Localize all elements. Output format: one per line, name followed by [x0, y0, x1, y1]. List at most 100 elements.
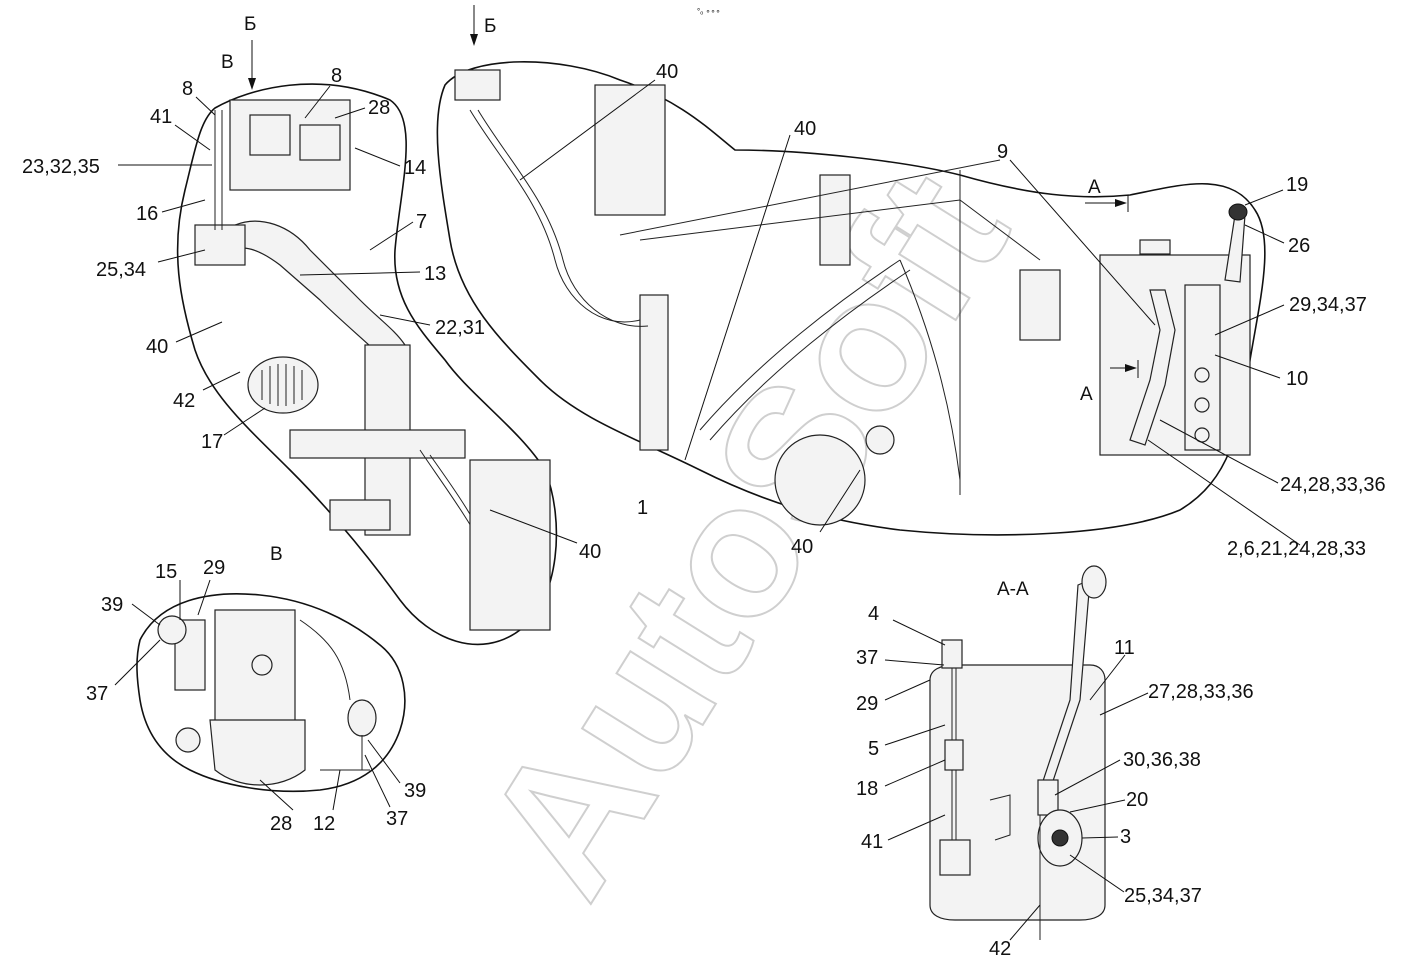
callout-25-34: 25,34: [96, 259, 146, 281]
section-mark-a-upper: А: [1088, 177, 1101, 198]
view-arrow-b-mid: Б: [470, 5, 496, 46]
detail-v-view: [136, 593, 406, 793]
joint-fitting: [157, 615, 187, 645]
engine-detail-view: [176, 83, 558, 646]
callout-labels: 8 8 41 28 23,32,35 14 16 7 25,34 13 22,3…: [22, 61, 1386, 960]
ball-joint: [175, 727, 201, 753]
callout-27-28-33-36: 27,28,33,36: [1148, 681, 1254, 703]
callout-39: 39: [101, 594, 123, 616]
callout-29-34-37: 29,34,37: [1289, 294, 1367, 316]
callout-29: 29: [856, 693, 878, 715]
callout-29: 29: [203, 557, 225, 579]
callout-1: 1: [637, 497, 648, 519]
section-mark-a-lower: А: [1080, 384, 1093, 405]
cable-sleeve: [944, 739, 964, 771]
air-intake-pipe: [234, 220, 406, 361]
callout-14: 14: [404, 157, 426, 179]
shift-lever-knob: [1081, 565, 1107, 599]
section-mark-v: В: [221, 52, 234, 73]
cable-vertical: [899, 259, 961, 481]
section-cut-a-upper: А: [1085, 177, 1129, 212]
cable-diagonal: [699, 259, 901, 431]
callout-40: 40: [794, 118, 816, 140]
callout-39: 39: [404, 780, 426, 802]
console-knob: [1139, 239, 1171, 255]
plug-fitting: [865, 425, 895, 455]
callout-41: 41: [861, 831, 883, 853]
callout-11: 11: [1114, 637, 1135, 659]
callout-37: 37: [86, 683, 108, 705]
callout-28: 28: [270, 813, 292, 835]
leader-lines: [114, 79, 1301, 941]
callout-40: 40: [791, 536, 813, 558]
cab-window-latch: [1019, 269, 1061, 341]
wheel-arch: [774, 434, 866, 526]
callout-19: 19: [1286, 174, 1308, 196]
detail-aa-view: [929, 565, 1107, 940]
filter-housing: [299, 124, 341, 161]
callout-7: 7: [416, 211, 427, 233]
cab-detail-view: [436, 61, 1266, 536]
callout-22-31: 22,31: [435, 317, 485, 339]
callout-4: 4: [868, 603, 879, 625]
cab-pillar: [594, 84, 666, 216]
callout-8: 8: [182, 78, 193, 100]
callout-18: 18: [856, 778, 878, 800]
hose-line-1: [469, 109, 641, 323]
callout-2-6-21-24-28-33: 2,6,21,24,28,33: [1227, 538, 1366, 560]
callout-23-32-35: 23,32,35: [22, 156, 100, 178]
view-arrow-b-left: Б: [244, 14, 256, 90]
frame-beam: [289, 429, 466, 459]
callout-41: 41: [150, 106, 172, 128]
callout-10: 10: [1286, 368, 1308, 390]
section-mark-b: Б: [244, 14, 256, 35]
bracket: [329, 499, 391, 531]
callout-17: 17: [201, 431, 223, 453]
detail-v-outline: [136, 593, 406, 793]
callout-28: 28: [368, 97, 390, 119]
callout-42: 42: [989, 938, 1011, 960]
callout-8: 8: [331, 65, 342, 87]
section-cut-a-lower: А: [1080, 360, 1139, 405]
mount-plate: [819, 174, 851, 266]
callout-37: 37: [856, 647, 878, 669]
plug-bolt: [251, 654, 273, 676]
callout-40: 40: [579, 541, 601, 563]
callout-3: 3: [1120, 826, 1131, 848]
callout-9: 9: [997, 141, 1008, 163]
control-console: [1099, 254, 1251, 456]
callout-42: 42: [173, 390, 195, 412]
section-mark-b-mid: Б: [484, 16, 496, 37]
top-stamp: °ₒ ∘∘∘: [697, 7, 720, 16]
callout-5: 5: [868, 738, 879, 760]
callout-20: 20: [1126, 789, 1148, 811]
side-panel: [469, 459, 551, 631]
alternator-fins: [261, 364, 303, 406]
throttle-cable: [1129, 289, 1176, 446]
callout-40: 40: [656, 61, 678, 83]
detail-aa-title: А-А: [997, 579, 1029, 600]
callout-16: 16: [136, 203, 158, 225]
gear-lever-knob: [1228, 203, 1248, 221]
cable-end: [347, 699, 377, 737]
clamp-bracket: [639, 294, 669, 451]
fuel-pump: [249, 114, 291, 156]
sump-cover: [209, 719, 306, 786]
hose-line-2: [477, 109, 649, 327]
lever-pivot: [1037, 779, 1059, 816]
alternator: [247, 356, 319, 414]
callout-13: 13: [424, 263, 446, 285]
cab-vent: [454, 69, 501, 101]
detail-v-title: В: [270, 544, 283, 565]
callout-26: 26: [1288, 235, 1310, 257]
callout-30-36-38: 30,36,38: [1123, 749, 1201, 771]
callout-15: 15: [155, 561, 177, 583]
handle-grip: [941, 639, 963, 669]
callout-24-28-33-36: 24,28,33,36: [1280, 474, 1386, 496]
cable-nut: [939, 839, 971, 876]
callout-37: 37: [386, 808, 408, 830]
callout-25-34-37: 25,34,37: [1124, 885, 1202, 907]
callout-40: 40: [146, 336, 168, 358]
